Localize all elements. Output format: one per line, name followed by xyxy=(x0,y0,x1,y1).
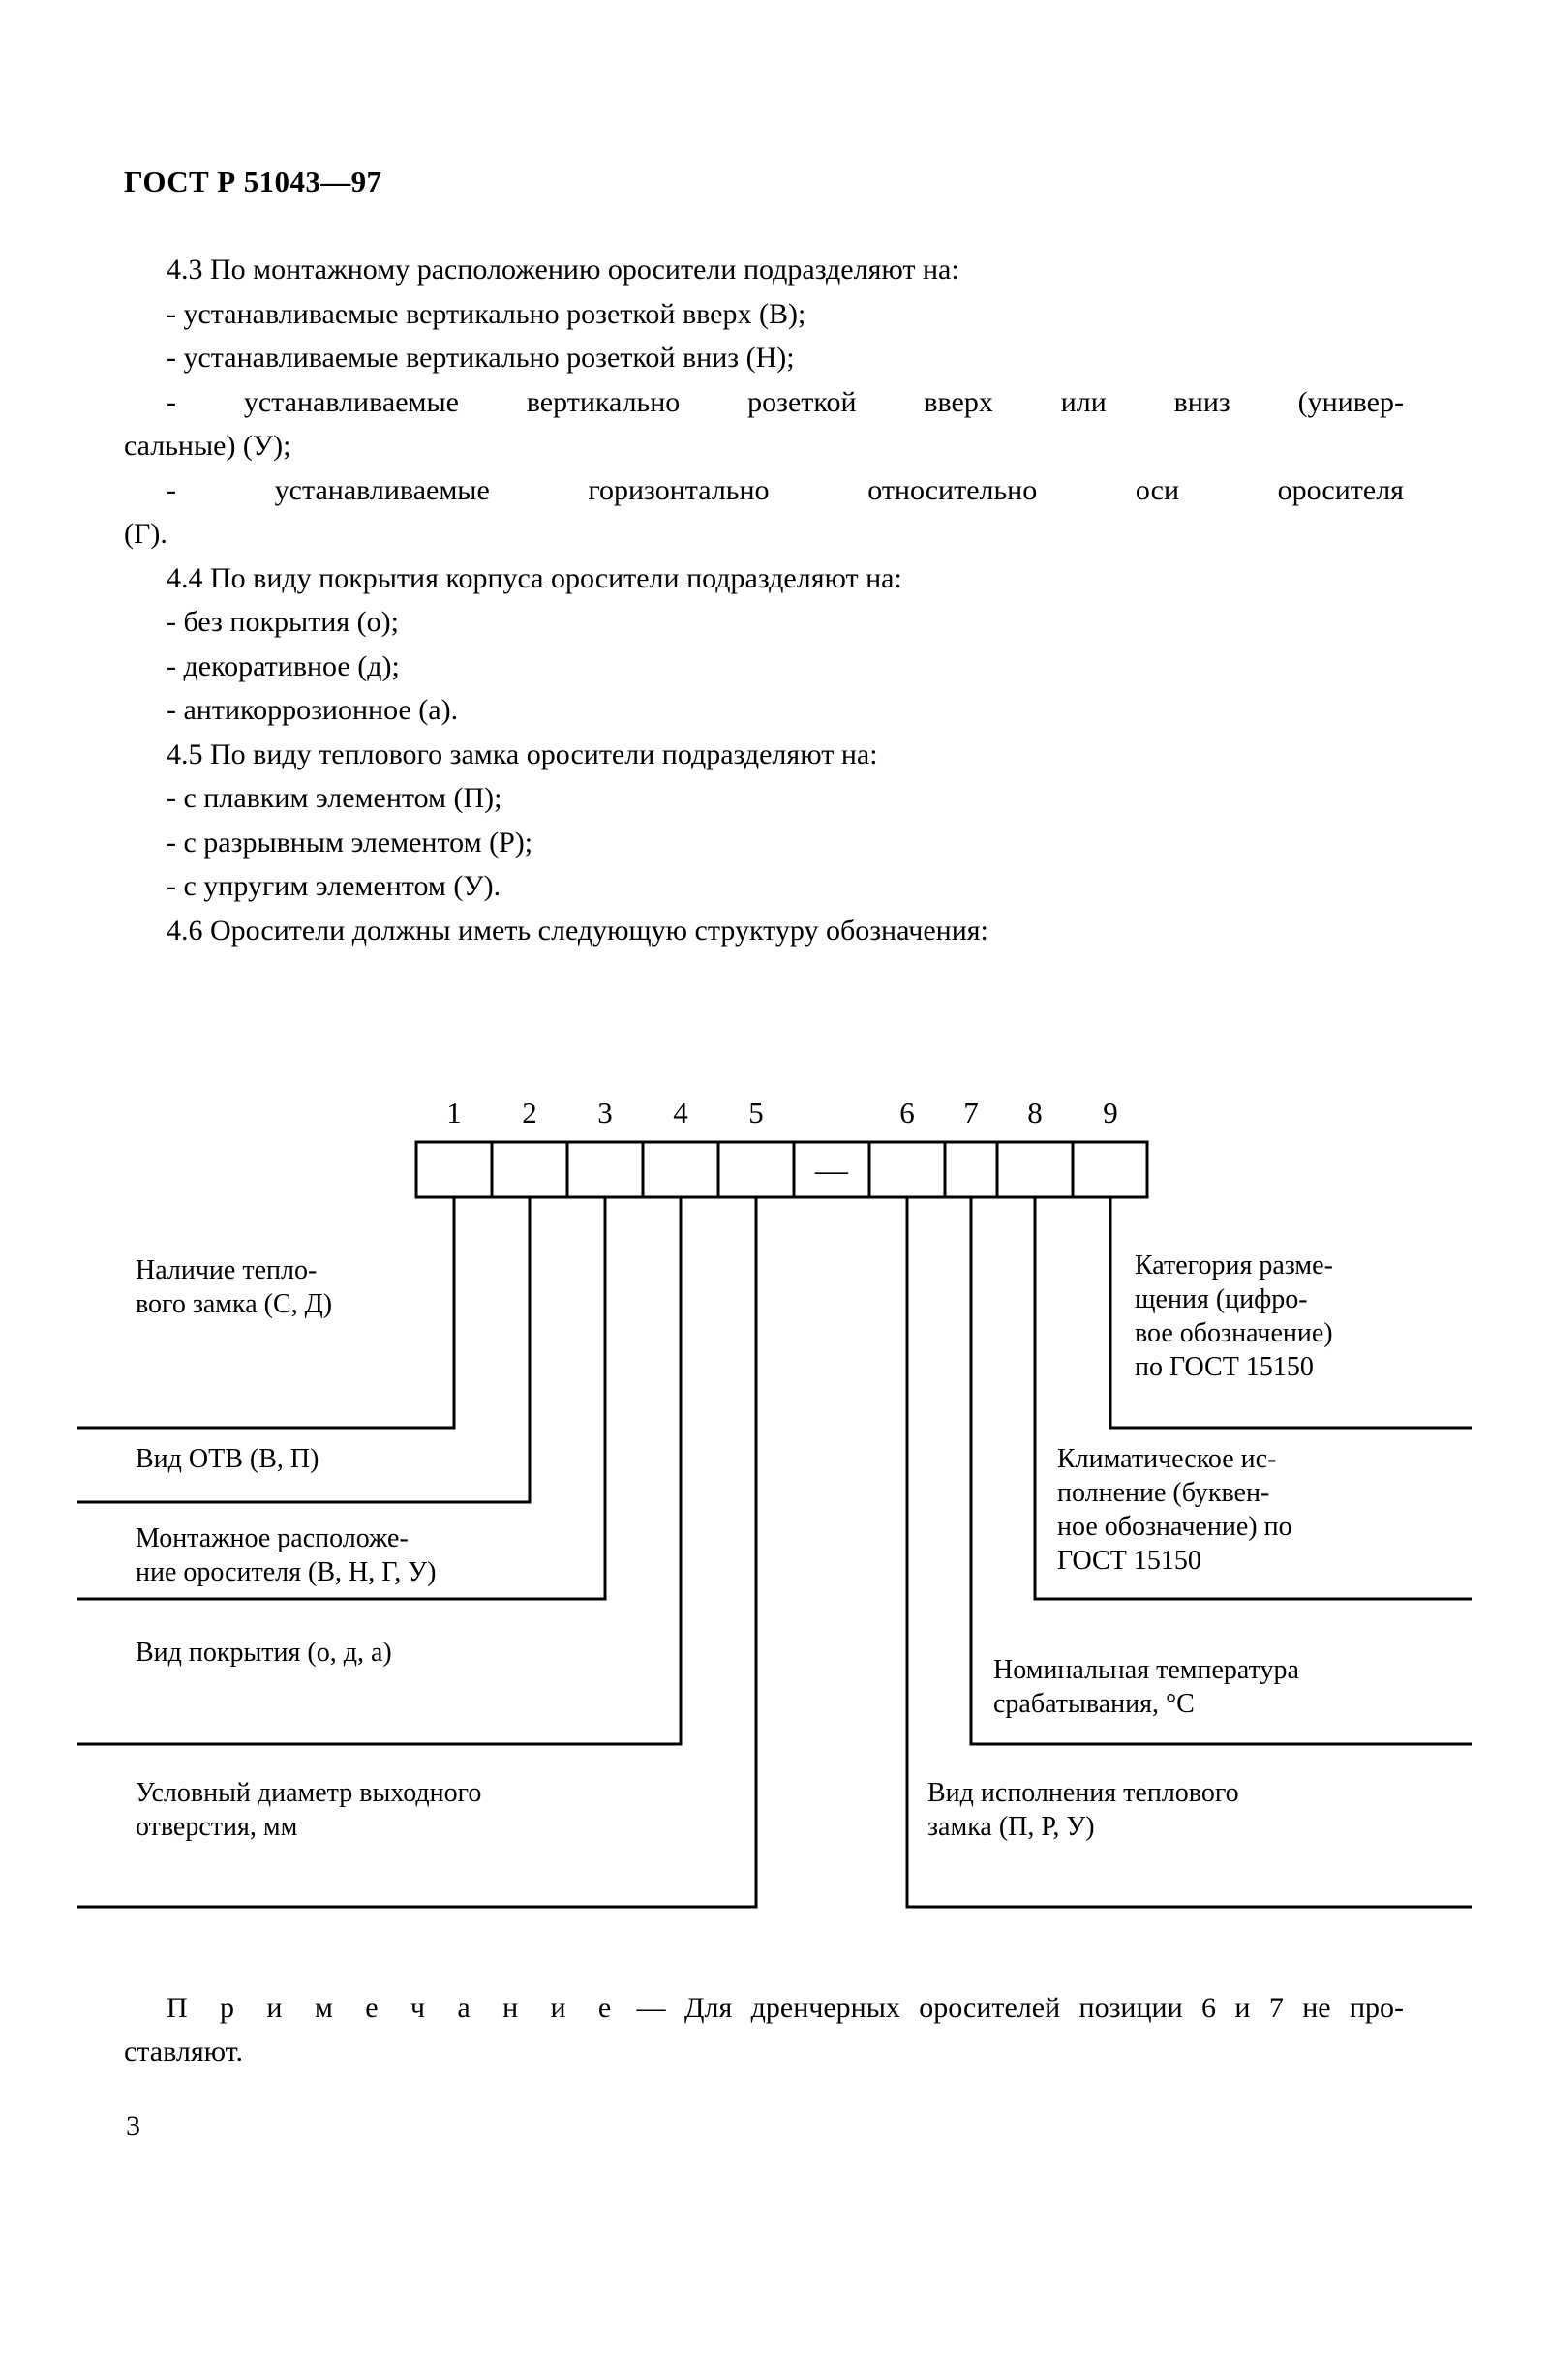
section-4-5-item-3: - с упругим элементом (У). xyxy=(167,870,501,902)
section-4-4-heading: 4.4 По виду покрытия корпуса оросители п… xyxy=(167,561,902,594)
section-4-3-item-3-cont: сальные) (У); xyxy=(124,430,291,462)
position-number-5: 5 xyxy=(748,1096,764,1130)
leader-left-3 xyxy=(77,1197,607,1601)
note-line-1: Для дренчерных оросителей позиции 6 и 7 … xyxy=(684,1992,1404,2024)
designation-structure-diagram: 1 2 3 4 5 6 7 8 9 — Наличие тепло- вого … xyxy=(0,1055,1549,2197)
diagram-right-label-6: Вид исполнения теплового замка (П, Р, У) xyxy=(927,1778,1239,1842)
leader-left-2 xyxy=(77,1197,532,1504)
diagram-canvas: 1 2 3 4 5 6 7 8 9 — xyxy=(77,1096,1472,1909)
section-4-4-item-2: - декоративное (д); xyxy=(167,649,400,682)
section-4-5-item-1: - с плавким элементом (П); xyxy=(167,782,502,814)
section-4-6-heading: 4.6 Оросители должны иметь следующую стр… xyxy=(167,914,988,947)
separator-dash: — xyxy=(814,1153,849,1189)
leader-left-1 xyxy=(77,1197,456,1430)
leader-left-4 xyxy=(77,1197,683,1746)
section-4-5-heading: 4.5 По виду теплового замка оросители по… xyxy=(167,738,878,770)
section-4-3-item-4: - устанавливаемые горизонтально относите… xyxy=(167,473,1404,506)
page-number: 3 xyxy=(126,2110,140,2142)
note-dash: — xyxy=(618,1992,685,2024)
position-number-7: 7 xyxy=(963,1096,979,1130)
diagram-left-label-5: Условный диаметр выходного отверстия, мм xyxy=(136,1778,482,1842)
position-number-6: 6 xyxy=(899,1096,915,1130)
body-text-block: 4.3 По монтажному расположению оросители… xyxy=(124,248,1404,952)
position-number-4: 4 xyxy=(673,1096,688,1130)
code-boxes-outer xyxy=(414,1140,1149,1199)
diagram-left-label-1: Наличие тепло- вого замка (С, Д) xyxy=(136,1255,333,1319)
diagram-left-label-3: Монтажное расположе- ние оросителя (В, Н… xyxy=(136,1523,437,1587)
note-line-2: ставляют. xyxy=(124,2035,244,2067)
leader-right-9 xyxy=(1109,1197,1472,1430)
section-4-4-item-1: - без покрытия (о); xyxy=(167,606,399,638)
diagram-right-label-9: Категория разме- щения (цифро- вое обозн… xyxy=(1135,1250,1333,1382)
section-4-5-item-2: - с разрывным элементом (Р); xyxy=(167,826,533,859)
diagram-right-label-8: Климатическое ис- полнение (буквен- ное … xyxy=(1057,1444,1292,1576)
leader-right-8 xyxy=(1033,1197,1472,1601)
section-4-3-item-1: - устанавливаемые вертикально розеткой в… xyxy=(167,297,806,330)
note-label: П р и м е ч а н и е xyxy=(167,1992,619,2024)
leader-right-6 xyxy=(905,1197,1472,1909)
section-4-4-item-3: - антикоррозионное (а). xyxy=(167,694,459,726)
note-block: П р и м е ч а н и е — Для дренчерных оро… xyxy=(124,1986,1404,2073)
position-number-2: 2 xyxy=(522,1096,537,1130)
position-number-8: 8 xyxy=(1027,1096,1043,1130)
section-4-3-item-4-cont: (Г). xyxy=(124,518,167,550)
position-number-3: 3 xyxy=(597,1096,613,1130)
diagram-left-label-2: Вид ОТВ (В, П) xyxy=(136,1444,319,1474)
diagram-right-label-7: Номинальная температура срабатывания, °С xyxy=(993,1655,1299,1719)
section-4-3-item-2: - устанавливаемые вертикально розеткой в… xyxy=(167,342,795,374)
position-number-9: 9 xyxy=(1103,1096,1118,1130)
section-4-3-heading: 4.3 По монтажному расположению оросители… xyxy=(167,254,959,286)
diagram-left-label-4: Вид покрытия (о, д, а) xyxy=(136,1638,392,1668)
leader-left-5 xyxy=(77,1197,758,1909)
section-4-3-item-3: - устанавливаемые вертикально розеткой в… xyxy=(167,385,1404,418)
leader-right-7 xyxy=(969,1197,1472,1746)
standard-number-header: ГОСТ Р 51043—97 xyxy=(124,165,382,198)
position-number-1: 1 xyxy=(446,1096,462,1130)
